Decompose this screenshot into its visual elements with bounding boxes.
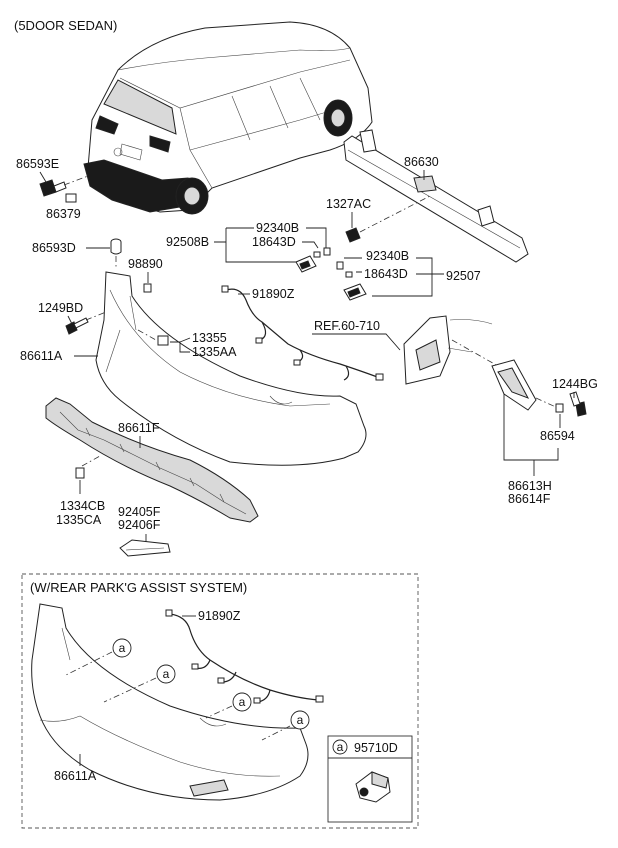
sensor-callout-3-letter: a — [239, 695, 246, 709]
label-98890: 98890 — [128, 257, 163, 271]
label-86630: 86630 — [404, 155, 439, 169]
dash-1249BD — [85, 311, 107, 321]
part-86611A-rear-bumper-cover[interactable] — [95, 271, 367, 466]
leader-92508B — [214, 227, 327, 263]
part-1249BD-bolt[interactable] — [65, 317, 89, 335]
label-1335CA: 1335CA — [56, 513, 102, 527]
part-98890-clip[interactable] — [143, 283, 152, 293]
part-92508B-license-lamp-left[interactable] — [295, 255, 317, 273]
inset-label-86611A: 86611A — [54, 769, 97, 783]
sensor-callout-1-letter: a — [119, 641, 126, 655]
inset-frame — [21, 573, 419, 829]
label-18643D-left: 18643D — [252, 235, 296, 249]
dash-bracket — [451, 339, 499, 367]
part-95710D-park-sensor[interactable] — [355, 771, 391, 803]
part-92405F-reflector[interactable] — [119, 539, 171, 557]
inset-title: (W/REAR PARK'G ASSIST SYSTEM) — [30, 580, 247, 595]
dash-callout-2 — [103, 677, 157, 703]
part-86379-clip[interactable] — [65, 193, 77, 203]
leader-86593E — [39, 171, 47, 183]
label-13355: 13355 — [192, 331, 227, 345]
label-86379: 86379 — [46, 207, 81, 221]
label-92405F: 92405F — [118, 505, 161, 519]
leader-ref — [312, 333, 401, 351]
sensor-callout-2-letter: a — [163, 667, 170, 681]
part-86593E-screw[interactable] — [39, 179, 67, 197]
label-1335AA: 1335AA — [192, 345, 237, 359]
dash-callout-4 — [261, 725, 291, 741]
dash-callout-3 — [205, 705, 233, 719]
part-1327AC-nut[interactable] — [345, 227, 361, 243]
dash-1334CB — [81, 455, 101, 467]
part-86611F-rear-diffuser[interactable] — [45, 397, 259, 523]
label-92508B: 92508B — [166, 235, 209, 249]
label-86611A: 86611A — [20, 349, 63, 363]
variant-title: (5DOOR SEDAN) — [14, 18, 117, 33]
label-92507: 92507 — [446, 269, 481, 283]
label-92406F: 92406F — [118, 518, 161, 532]
dash-13355 — [137, 329, 157, 341]
leader-92507 — [344, 257, 444, 297]
part-1244BG-screw[interactable] — [569, 391, 587, 417]
sensor-callout-3[interactable]: a — [232, 692, 252, 712]
leader-1249BD — [67, 315, 73, 325]
part-86613H-bracket[interactable] — [491, 359, 537, 411]
inset-label-91890Z: 91890Z — [198, 609, 241, 623]
label-92340B-right: 92340B — [366, 249, 409, 263]
legend-callout-letter: a — [337, 740, 344, 754]
ref-body-panel — [403, 315, 493, 385]
label-92340B-left: 92340B — [256, 221, 299, 235]
sensor-callout-4-letter: a — [297, 713, 304, 727]
part-18643D-socket-right[interactable] — [345, 271, 353, 278]
label-86613H: 86613H — [508, 479, 552, 493]
label-86593D: 86593D — [32, 241, 76, 255]
legend-label-95710D: 95710D — [354, 741, 398, 755]
label-1244BG: 1244BG — [552, 377, 598, 391]
label-91890Z: 91890Z — [252, 287, 295, 301]
inset-part-91890Z-wiring[interactable] — [165, 609, 324, 704]
part-1334CB-clip[interactable] — [75, 467, 85, 479]
part-86594-clip[interactable] — [555, 403, 564, 413]
label-86614F: 86614F — [508, 492, 551, 506]
part-13355-clip[interactable] — [157, 335, 169, 346]
label-1334CB: 1334CB — [60, 499, 105, 513]
car-illustration — [83, 21, 373, 215]
label-ref-60-710: REF.60-710 — [314, 319, 380, 333]
sensor-callout-4[interactable]: a — [290, 710, 310, 730]
dash-86593E — [63, 175, 89, 186]
label-1327AC: 1327AC — [326, 197, 371, 211]
part-86630-back-beam[interactable] — [343, 129, 529, 263]
part-92340B-bulb-left[interactable] — [323, 247, 331, 256]
dash-86594 — [535, 397, 559, 409]
sensor-callout-2[interactable]: a — [156, 664, 176, 684]
label-1249BD: 1249BD — [38, 301, 83, 315]
label-18643D-right: 18643D — [364, 267, 408, 281]
leader-86613H — [503, 394, 559, 461]
inset-part-86611A-bumper[interactable] — [31, 603, 309, 801]
part-92340B-bulb-right[interactable] — [336, 261, 344, 270]
part-18643D-socket-left[interactable] — [313, 251, 321, 258]
leader-13355 — [170, 337, 191, 353]
dash-callout-1 — [63, 651, 113, 677]
sensor-callout-1[interactable]: a — [112, 638, 132, 658]
part-91890Z-wiring-harness[interactable] — [221, 285, 384, 381]
part-92507-license-lamp-right[interactable] — [343, 283, 367, 301]
label-86611F: 86611F — [118, 421, 160, 435]
label-86593E: 86593E — [16, 157, 59, 171]
label-86594: 86594 — [540, 429, 575, 443]
part-86593D-bumper-stopper[interactable] — [110, 238, 122, 255]
